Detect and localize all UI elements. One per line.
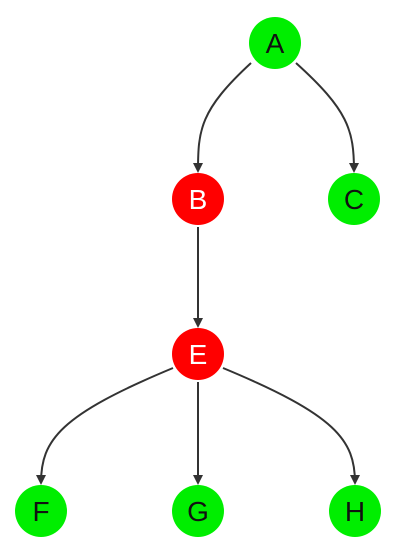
node-a-circle [249,17,301,69]
node-a[interactable]: A [249,17,301,69]
node-g-label: G [187,496,209,527]
node-f-label: F [32,496,49,527]
node-h[interactable]: H [329,485,381,537]
nodes: A B C E F G H [15,17,381,537]
node-e-circle [172,328,224,380]
node-e[interactable]: E [172,328,224,380]
node-g[interactable]: G [172,485,224,537]
node-a-label: A [266,28,285,59]
node-g-circle [172,485,224,537]
edge-e-f [36,367,174,485]
edges [36,62,360,485]
node-b-label: B [189,184,208,215]
node-b[interactable]: B [172,173,224,225]
node-b-circle [172,173,224,225]
edge-a-c [295,62,359,173]
node-f[interactable]: F [15,485,67,537]
node-c-label: C [344,184,364,215]
node-c-circle [328,173,380,225]
node-h-circle [329,485,381,537]
node-e-label: E [189,339,208,370]
node-f-circle [15,485,67,537]
edge-a-b [193,62,252,173]
edge-e-h [222,367,360,485]
node-c[interactable]: C [328,173,380,225]
node-h-label: H [345,496,365,527]
